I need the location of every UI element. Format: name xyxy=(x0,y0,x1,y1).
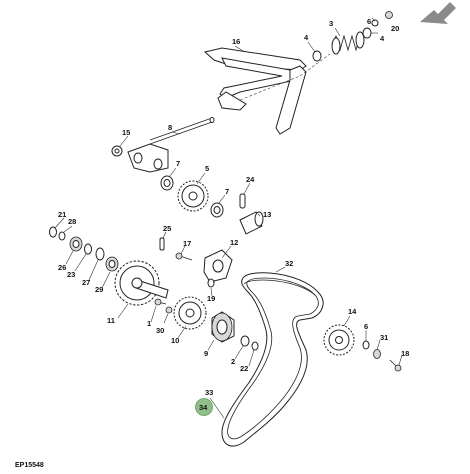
callout-14: 14 xyxy=(348,307,357,316)
callout-22: 22 xyxy=(240,364,248,373)
callout-25: 25 xyxy=(163,224,171,233)
callout-29: 29 xyxy=(95,285,103,294)
callout-16: 16 xyxy=(232,37,240,46)
sprocket-part-14 xyxy=(323,324,355,356)
bolt-part-17 xyxy=(175,252,193,261)
bushing-part-2 xyxy=(240,335,250,347)
washer-part-4a xyxy=(312,50,322,62)
washer-part-27 xyxy=(95,247,105,261)
callout-4a: 4 xyxy=(304,33,309,42)
callout-33: 33 xyxy=(205,388,213,397)
callout-2: 2 xyxy=(231,357,235,366)
callout-12: 12 xyxy=(230,238,238,247)
callout-9: 9 xyxy=(204,349,208,358)
callout-4b: 4 xyxy=(380,34,385,43)
callout-32: 32 xyxy=(285,259,293,268)
figure-code: EP15548 xyxy=(15,462,44,469)
callout-8: 8 xyxy=(168,123,172,132)
callout-labels: 3 6 20 4 4 16 8 15 7 5 7 24 13 21 28 25 … xyxy=(58,17,409,412)
sprocket-part-10 xyxy=(173,296,207,330)
tension-arm xyxy=(127,143,169,173)
ring-part-28 xyxy=(58,231,66,241)
callout-13: 13 xyxy=(263,210,271,219)
bushing-part-7a-hole xyxy=(163,179,171,187)
belt-part-32 xyxy=(221,272,324,447)
callout-20: 20 xyxy=(391,24,399,33)
callout-7b: 7 xyxy=(225,187,229,196)
callout-18: 18 xyxy=(401,349,409,358)
bracket-part-16 xyxy=(203,47,331,135)
highlight-circle-34 xyxy=(195,398,213,416)
callout-3: 3 xyxy=(329,19,333,28)
nut-part-20 xyxy=(385,11,393,19)
callout-7a: 7 xyxy=(176,159,180,168)
callout-6-top: 6 xyxy=(367,17,371,26)
callout-23: 23 xyxy=(67,270,75,279)
shaft-part-13 xyxy=(239,211,264,235)
roller-part-9 xyxy=(211,311,235,343)
callout-1: 1 xyxy=(147,319,151,328)
washer-part-31 xyxy=(373,349,381,359)
pin-part-25 xyxy=(159,237,165,251)
leader-lines xyxy=(54,17,403,419)
bearing-part-26 xyxy=(69,236,83,252)
callout-17: 17 xyxy=(183,239,191,248)
pin-part-24 xyxy=(239,193,246,209)
callout-15: 15 xyxy=(122,128,130,137)
bushing-part-7b-hole xyxy=(213,206,221,214)
callout-27: 27 xyxy=(82,278,90,287)
callout-28: 28 xyxy=(68,217,76,226)
callout-31: 31 xyxy=(380,333,388,342)
nut-part-6-top xyxy=(371,19,379,27)
bearing-part-29 xyxy=(105,256,119,272)
washer-part-22 xyxy=(251,341,259,351)
washer-part-4b xyxy=(362,27,372,39)
washer-part-15-hole xyxy=(114,148,120,154)
bolt-part-18 xyxy=(389,359,402,372)
spring-part-3 xyxy=(331,31,365,55)
washer-part-23 xyxy=(84,243,92,255)
sprocket-part-5 xyxy=(177,180,209,212)
direction-arrow xyxy=(420,2,456,24)
callout-34: 34 xyxy=(199,403,208,412)
bolt-part-1 xyxy=(154,298,167,306)
callout-24: 24 xyxy=(246,175,255,184)
washer-part-19 xyxy=(207,278,215,288)
washer-part-6-bottom xyxy=(362,340,370,350)
callout-6-bottom: 6 xyxy=(364,322,368,331)
bracket-part-12 xyxy=(203,249,233,283)
rod-part-8 xyxy=(149,117,215,145)
callout-21: 21 xyxy=(58,210,66,219)
callout-30: 30 xyxy=(156,326,164,335)
callout-26: 26 xyxy=(58,263,66,272)
callout-5: 5 xyxy=(205,164,209,173)
washer-part-30 xyxy=(165,306,173,314)
ring-part-21 xyxy=(49,226,57,238)
callout-19: 19 xyxy=(207,294,215,303)
callout-10: 10 xyxy=(171,336,179,345)
sprocket-part-11 xyxy=(114,260,169,306)
callout-11: 11 xyxy=(107,316,115,325)
